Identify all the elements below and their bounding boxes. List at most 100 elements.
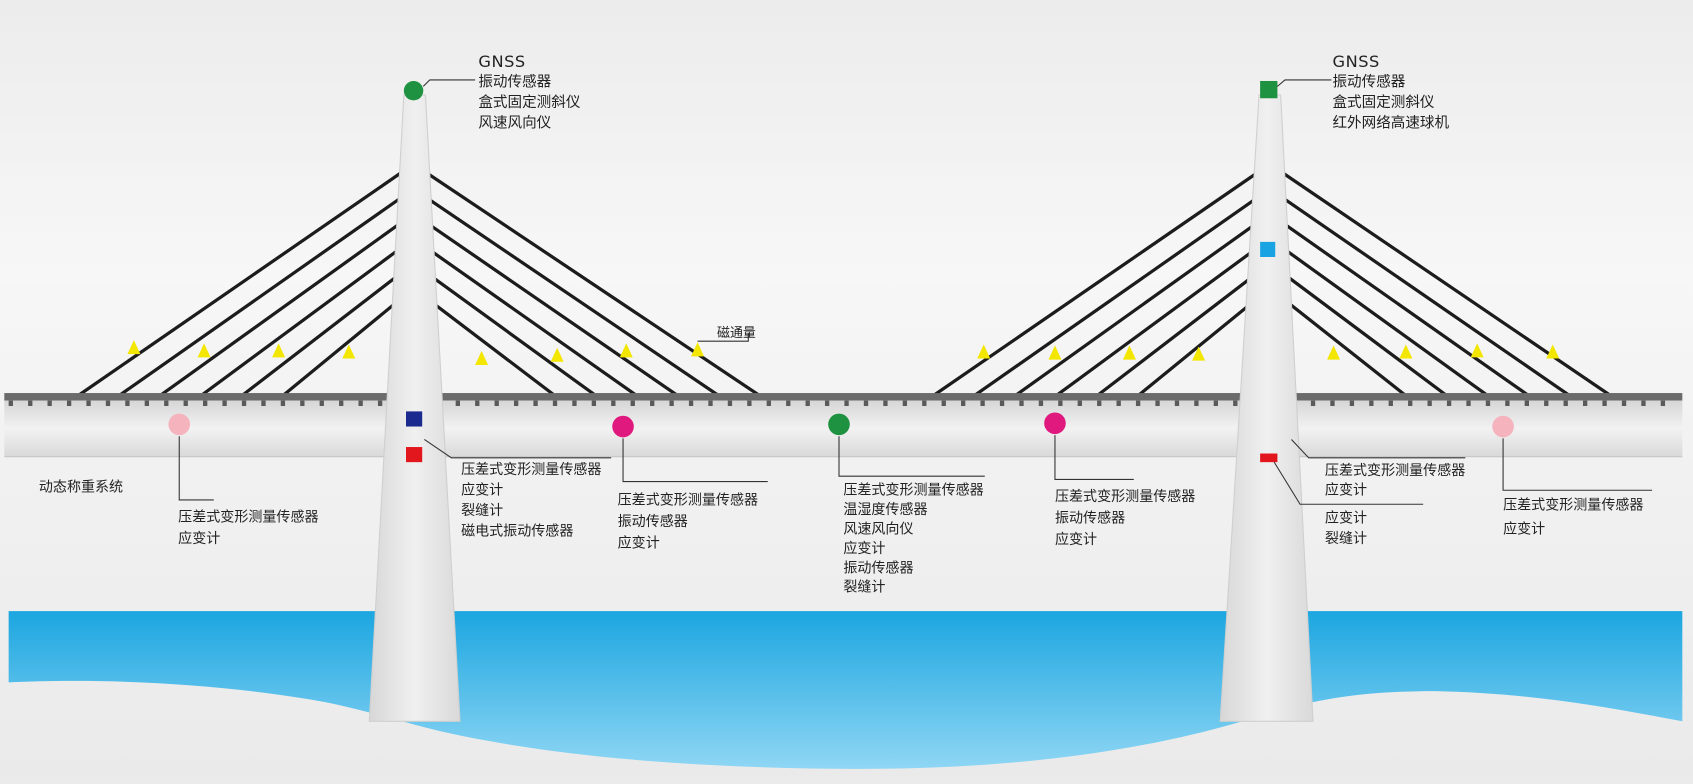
- railing-post: [552, 400, 558, 407]
- deck-right-label: 压差式变形测量传感器 应变计: [1503, 495, 1643, 543]
- label-line: 压差式变形测量传感器: [178, 509, 319, 526]
- railing-post: [300, 400, 305, 407]
- railing-post: [786, 400, 791, 407]
- railing-post: [572, 400, 577, 407]
- railing-post: [902, 400, 908, 407]
- railing-post: [1408, 400, 1413, 407]
- magnetic-flux-triangle: [1470, 343, 1484, 358]
- railing-post: [1388, 400, 1393, 407]
- railing-post: [1660, 400, 1666, 407]
- wim-marker-left: [168, 413, 191, 436]
- railing-post: [358, 400, 363, 407]
- gnss-label: GNSS: [1332, 51, 1380, 72]
- railing-post: [455, 400, 460, 407]
- span-left-label: 压差式变形测量传感器 振动传感器 应变计: [618, 490, 758, 555]
- railing-post: [1582, 400, 1588, 407]
- railing-post: [980, 400, 985, 407]
- label-line: 磁通量: [716, 325, 756, 341]
- label-line: 温湿度传感器: [843, 502, 928, 519]
- railing-post: [1116, 400, 1121, 407]
- midspan-marker: [828, 413, 850, 436]
- magnetic-flux-triangle: [1546, 344, 1560, 359]
- railing-post: [1369, 400, 1374, 407]
- railing-post: [47, 400, 52, 407]
- deck-left-label: 压差式变形测量传感器 应变计: [178, 508, 318, 551]
- label-line: 风速风向仪: [478, 114, 552, 132]
- railing-post: [339, 400, 344, 407]
- railing-post: [1155, 400, 1160, 407]
- railing-post: [1097, 400, 1102, 407]
- label-line: 磁电式振动传感器: [461, 523, 574, 540]
- railing-post: [8, 400, 13, 407]
- label-line: 盒式固定测斜仪: [478, 93, 581, 112]
- gnss-marker-right: [1260, 80, 1278, 99]
- label-line: 动态称重系统: [38, 479, 124, 496]
- railing-post: [319, 400, 324, 407]
- railing-post: [844, 400, 849, 407]
- railing-post: [1563, 400, 1568, 407]
- magnetic-flux-markers: [127, 340, 1560, 365]
- railing-post: [611, 400, 616, 407]
- tower-sensor-marker-navy: [406, 411, 423, 427]
- railing-post: [533, 400, 538, 407]
- label-line: 压差式变形测量传感器: [1324, 463, 1466, 480]
- railing-post: [883, 400, 888, 407]
- magnetic-flux-triangle: [1048, 345, 1062, 360]
- railing-post: [688, 400, 694, 407]
- railing-post: [961, 400, 966, 407]
- railing-post: [280, 400, 286, 407]
- railing-post: [1038, 400, 1044, 407]
- label-line: 裂缝计: [1324, 531, 1368, 548]
- tower-right-base-label-lower: 应变计 裂缝计: [1325, 509, 1367, 550]
- railing-post: [1544, 400, 1549, 407]
- tower-sensor-marker-right: [1260, 241, 1276, 257]
- railing-post: [1427, 400, 1432, 407]
- railing-post: [1621, 400, 1627, 407]
- railing-post: [475, 400, 480, 407]
- magnetic-flux-triangle: [197, 343, 211, 358]
- magnetic-flux-triangle: [550, 347, 564, 362]
- railing-post: [999, 400, 1005, 407]
- left-tower-top-label: GNSS 振动传感器 盒式固定测斜仪 风速风向仪: [478, 52, 580, 134]
- label-line: 压差式变形测量传感器: [1503, 497, 1644, 514]
- river-water: [8, 611, 1683, 769]
- magnetic-flux-triangle: [1192, 346, 1206, 361]
- label-line: 裂缝计: [461, 503, 504, 520]
- railing-post: [494, 400, 499, 407]
- tower-sensor-marker-red-left: [406, 447, 423, 463]
- railing-post: [708, 400, 713, 407]
- gnss-label: GNSS: [478, 51, 526, 72]
- magnetic-flux-triangle: [272, 343, 286, 358]
- railing-post: [1330, 400, 1335, 407]
- railing-post: [1446, 400, 1452, 407]
- magnetic-flux-triangle: [1327, 345, 1341, 360]
- deck-marker-right: [1492, 415, 1514, 438]
- railing-post: [222, 400, 227, 407]
- tower-left-base-label: 压差式变形测量传感器 应变计 裂缝计 磁电式振动传感器: [461, 460, 601, 542]
- label-line: 应变计: [843, 540, 886, 558]
- label-line: 盒式固定测斜仪: [1332, 93, 1435, 112]
- label-line: 压差式变形测量传感器: [617, 492, 759, 509]
- railing-post: [513, 400, 519, 407]
- railing-post: [1310, 400, 1316, 407]
- railing-post: [650, 400, 655, 407]
- deck-railing: [8, 400, 1666, 407]
- label-line: 风速风向仪: [843, 521, 914, 538]
- label-line: 裂缝计: [843, 579, 886, 597]
- gnss-marker-left: [403, 80, 424, 101]
- label-line: 应变计: [178, 531, 221, 548]
- left-tower-cables: [74, 162, 764, 399]
- railing-post: [922, 400, 927, 407]
- railing-post: [164, 400, 169, 407]
- magnetic-flux-triangle: [1122, 345, 1136, 360]
- label-line: 应变计: [617, 535, 660, 552]
- span-marker-left: [612, 415, 634, 438]
- railing-post: [669, 400, 674, 407]
- leader-lines: [178, 79, 1653, 505]
- weigh-in-motion-label: 动态称重系统: [39, 478, 123, 496]
- tower-right-base-label-upper: 压差式变形测量传感器 应变计: [1325, 462, 1465, 501]
- railing-post: [1135, 400, 1141, 407]
- railing-post: [1174, 400, 1180, 407]
- railing-post: [1194, 400, 1199, 407]
